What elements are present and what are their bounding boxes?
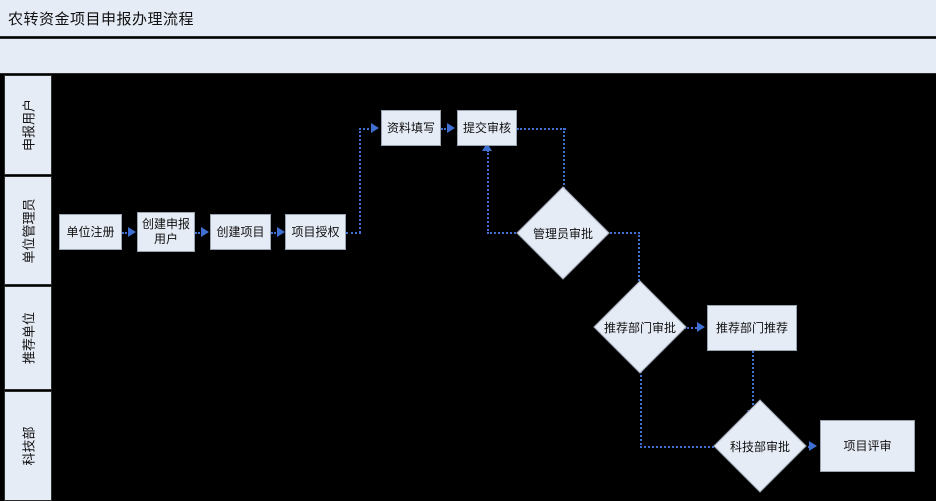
node-label: 推荐部门推荐 <box>715 320 788 335</box>
node-submit-review[interactable]: 提交审核 <box>457 110 517 146</box>
node-create-user[interactable]: 创建申报用户 <box>137 212 195 252</box>
edge-ministry-approve-reject-seg2 <box>640 360 642 448</box>
edge-ministry-approve-to-project-review <box>803 446 814 448</box>
edge-fill-material-to-submit-review <box>441 128 450 130</box>
lane-applicant: 申报用户 <box>4 75 52 175</box>
edge-dept-recommend-to-ministry-approve-seg1 <box>752 351 754 413</box>
edge-admin-approve-to-dept-approve-seg1 <box>607 232 640 234</box>
node-create-project[interactable]: 创建项目 <box>210 214 271 250</box>
node-label: 创建申报用户 <box>141 217 190 246</box>
edge-arrowhead <box>371 123 379 133</box>
edge-admin-approve-reject-seg2 <box>487 150 489 234</box>
edge-arrowhead <box>277 227 285 237</box>
edge-project-auth-to-fill-material-seg1 <box>346 232 361 234</box>
lane-label-recommender: 推荐单位 <box>22 311 38 365</box>
node-label: 项目授权 <box>291 224 340 239</box>
edge-create-user-to-create-project <box>195 232 204 234</box>
edge-unit-register-to-create-user <box>122 232 131 234</box>
edge-arrowhead <box>482 143 492 151</box>
node-project-auth[interactable]: 项目授权 <box>285 214 346 250</box>
node-label: 提交审核 <box>462 120 511 135</box>
edge-project-auth-to-fill-material-seg2 <box>359 128 361 233</box>
node-label: 单位注册 <box>66 224 115 239</box>
header-subbar <box>0 38 936 74</box>
page-title: 农转资金项目申报办理流程 <box>8 10 195 28</box>
edge-ministry-approve-reject-seg1 <box>640 446 718 448</box>
node-label: 项目评审 <box>843 438 892 453</box>
lane-label-applicant: 申报用户 <box>22 98 38 152</box>
edge-arrowhead <box>697 322 705 332</box>
lane-label-ministry: 科技部 <box>22 426 38 466</box>
lane-ministry: 科技部 <box>4 391 52 501</box>
lane-unit-admin: 单位管理员 <box>4 176 52 285</box>
edge-dept-approve-to-dept-recommend <box>684 327 701 329</box>
edge-arrowhead <box>201 227 209 237</box>
lane-label-unit-admin: 单位管理员 <box>22 197 38 264</box>
node-label: 创建项目 <box>216 224 265 239</box>
node-project-review[interactable]: 项目评审 <box>820 420 915 472</box>
title-bar: 农转资金项目申报办理流程 <box>0 0 936 37</box>
edge-arrowhead <box>128 227 136 237</box>
edge-arrowhead <box>809 441 817 451</box>
edge-project-auth-to-fill-material-seg3 <box>359 128 373 130</box>
edge-submit-review-to-admin-approve-seg2 <box>563 128 565 200</box>
node-unit-register[interactable]: 单位注册 <box>59 214 122 250</box>
node-dept-recommend[interactable]: 推荐部门推荐 <box>707 305 797 351</box>
edge-submit-review-to-admin-approve-seg1 <box>517 128 566 130</box>
edge-create-project-to-project-auth <box>271 232 279 234</box>
lane-recommender: 推荐单位 <box>4 286 52 390</box>
node-fill-material[interactable]: 资料填写 <box>381 110 441 146</box>
edge-admin-approve-reject-seg1 <box>487 232 519 234</box>
edge-arrowhead <box>447 123 455 133</box>
node-label: 资料填写 <box>386 120 435 135</box>
edge-admin-approve-to-dept-approve-seg2 <box>638 232 640 300</box>
